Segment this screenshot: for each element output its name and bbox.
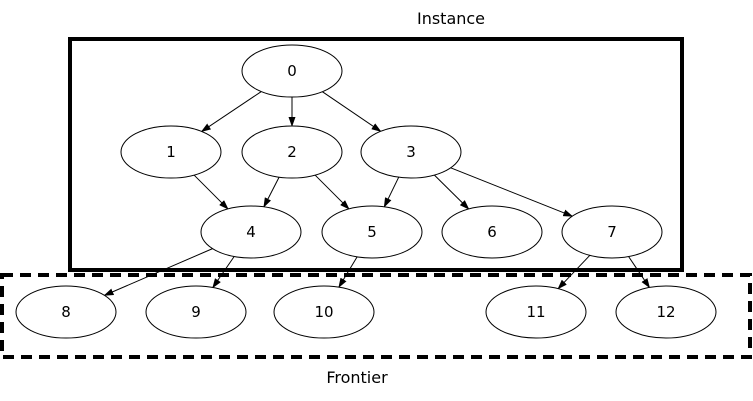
node-ellipse-6[interactable] [441, 205, 543, 259]
edge-7-11 [557, 254, 591, 290]
node-9[interactable]: 9 [145, 285, 247, 339]
edge-2-5 [314, 174, 350, 210]
node-label-10: 10 [314, 303, 333, 321]
edge-1-4 [193, 174, 229, 210]
edge-0-3 [322, 91, 382, 132]
node-label-9: 9 [191, 303, 201, 321]
node-ellipse-7[interactable] [561, 205, 663, 259]
node-ellipse-2[interactable] [241, 125, 343, 179]
node-3[interactable]: 3 [360, 125, 462, 179]
node-ellipse-11[interactable] [485, 285, 587, 339]
instance-box [68, 37, 684, 272]
node-label-3: 3 [406, 143, 416, 161]
frontier-box-label: Frontier [326, 368, 388, 387]
edge-0-1 [200, 91, 262, 133]
node-ellipse-12[interactable] [615, 285, 717, 339]
edge-2-4 [263, 176, 280, 208]
edge-4-9 [212, 256, 235, 289]
edge-3-7 [450, 167, 574, 217]
node-ellipse-3[interactable] [360, 125, 462, 179]
node-ellipse-10[interactable] [273, 285, 375, 339]
instance-box-label: Instance [416, 9, 486, 28]
edge-3-5 [383, 176, 400, 208]
node-4[interactable]: 4 [200, 205, 302, 259]
node-ellipse-4[interactable] [200, 205, 302, 259]
node-ellipse-8[interactable] [15, 285, 117, 339]
node-label-1: 1 [166, 143, 176, 161]
node-10[interactable]: 10 [273, 285, 375, 339]
node-12[interactable]: 12 [615, 285, 717, 339]
node-label-6: 6 [487, 223, 497, 241]
node-7[interactable]: 7 [561, 205, 663, 259]
node-label-0: 0 [287, 62, 297, 80]
edge-5-10 [338, 256, 358, 289]
node-11[interactable]: 11 [485, 285, 587, 339]
node-label-4: 4 [246, 223, 256, 241]
node-label-12: 12 [656, 303, 675, 321]
node-label-11: 11 [526, 303, 545, 321]
node-6[interactable]: 6 [441, 205, 543, 259]
node-label-8: 8 [61, 303, 71, 321]
node-8[interactable]: 8 [15, 285, 117, 339]
edge-3-6 [433, 174, 470, 210]
node-ellipse-1[interactable] [120, 125, 222, 179]
node-ellipse-9[interactable] [145, 285, 247, 339]
node-label-2: 2 [287, 143, 297, 161]
node-label-7: 7 [607, 223, 617, 241]
node-ellipse-5[interactable] [321, 205, 423, 259]
node-2[interactable]: 2 [241, 125, 343, 179]
node-5[interactable]: 5 [321, 205, 423, 259]
node-label-5: 5 [367, 223, 377, 241]
node-1[interactable]: 1 [120, 125, 222, 179]
edge-7-12 [628, 256, 650, 289]
edge-4-8 [103, 248, 213, 296]
node-0[interactable]: 0 [241, 44, 343, 98]
node-ellipse-0[interactable] [241, 44, 343, 98]
